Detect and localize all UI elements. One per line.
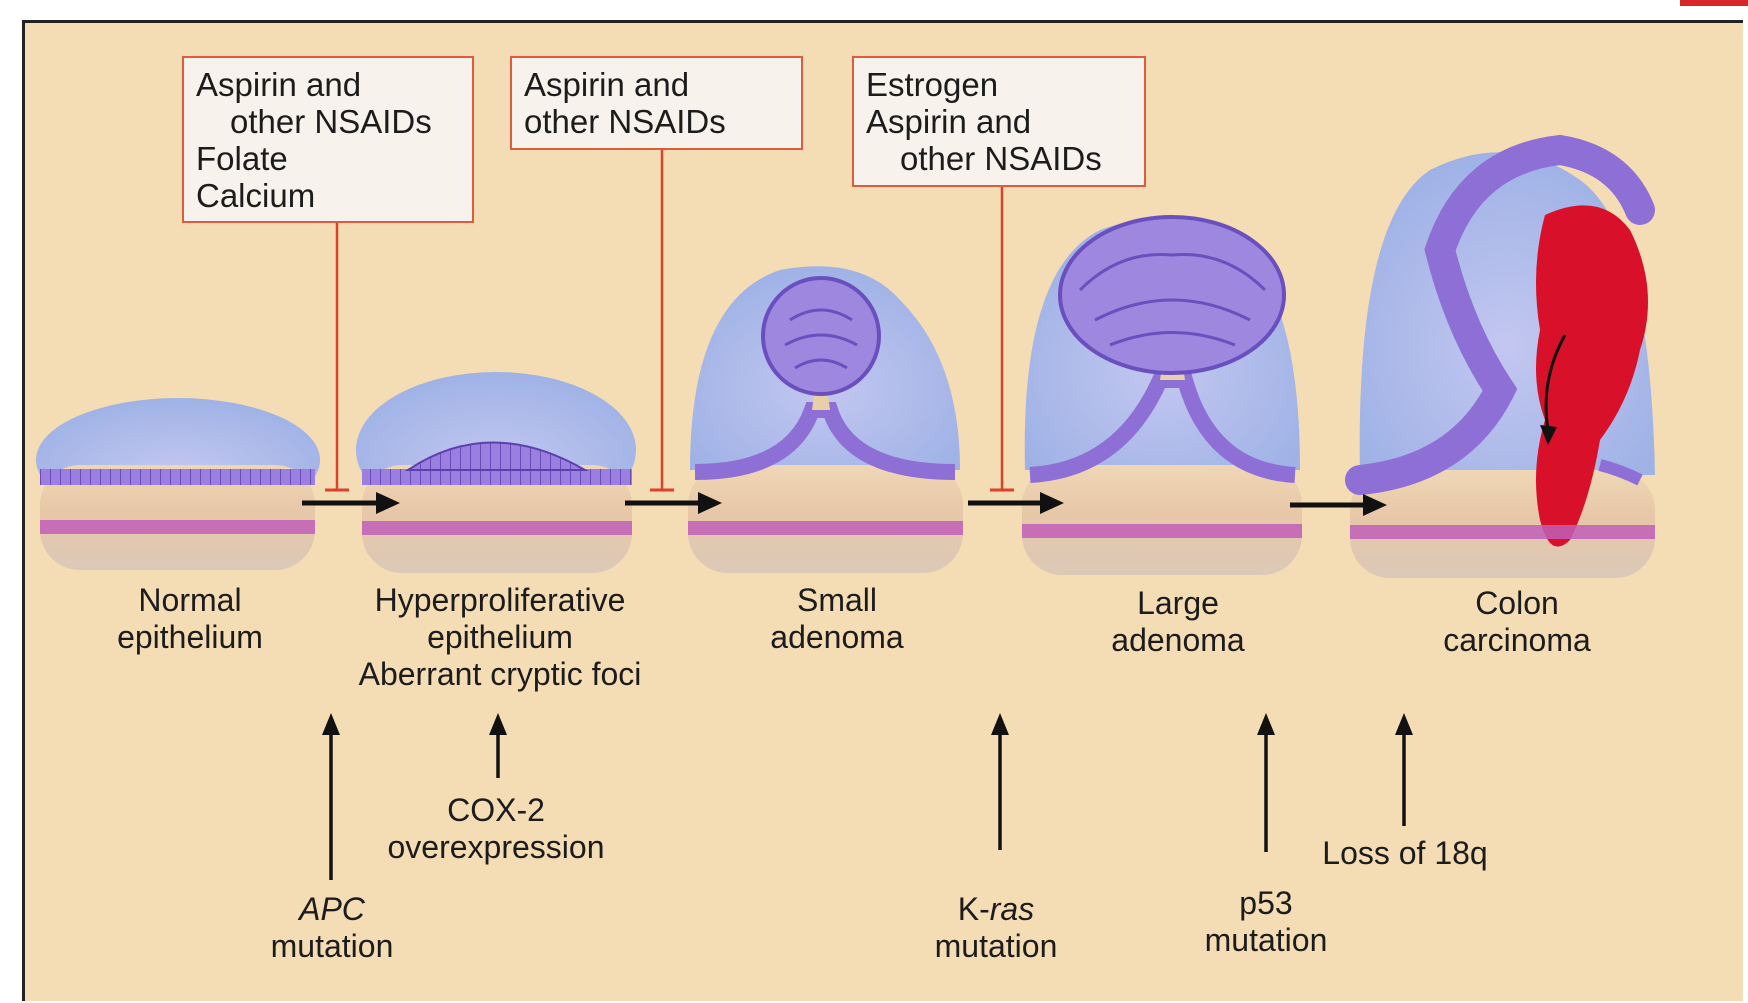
muscle-layer [1350,525,1655,539]
event-label-kras: K-ras mutation [935,891,1058,965]
event-text: Loss of 18q [1322,835,1487,872]
muscle-layer [688,521,963,535]
stage-label-line: adenoma [770,619,903,656]
stage-label-small-adenoma: Small adenoma [770,582,903,656]
epithelial-cell-layer [362,469,632,485]
stage-label-line: Normal [117,582,263,619]
stage-label-normal: Normal epithelium [117,582,263,656]
inhibitor-box-3: Estrogen Aspirin and other NSAIDs [852,56,1146,187]
colon-carcinoma-illustration [1350,150,1655,578]
stage-label-line: Aberrant cryptic foci [359,656,642,693]
stage-label-line: carcinoma [1443,622,1591,659]
muscle-layer [362,521,632,535]
event-text: mutation [935,928,1058,965]
inhibitor-text: other NSAIDs [866,140,1132,177]
inhibitor-text: Aspirin and [866,103,1132,140]
inhibitor-text: other NSAIDs [524,103,789,140]
inhibitor-box-1: Aspirin and other NSAIDs Folate Calcium [182,56,474,223]
hyperproliferative-illustration [356,372,636,573]
normal-epithelium-illustration [36,398,320,570]
event-text: mutation [1205,922,1328,959]
inhibitor-text: other NSAIDs [196,103,460,140]
event-text: COX-2 [388,792,605,829]
stage-label-line: Colon [1443,585,1591,622]
stage-label-line: Small [770,582,903,619]
stage-label-line: epithelium [117,619,263,656]
inhibitor-text: Calcium [196,177,460,214]
inhibitor-text: Aspirin and [524,66,789,103]
stroma-layer [1022,465,1302,575]
inhibitor-text: Estrogen [866,66,1132,103]
muscle-layer [40,520,315,534]
inhibitor-text: Folate [196,140,460,177]
event-text: p53 [1205,885,1328,922]
event-text: mutation [271,928,394,965]
gene-prefix: K- [958,891,990,927]
stage-label-line: Large [1111,585,1244,622]
large-adenoma-illustration [1022,217,1302,575]
polyp-head [1060,217,1284,373]
small-adenoma-illustration [688,266,963,573]
event-label-p53: p53 mutation [1205,885,1328,959]
inhibitor-box-2: Aspirin and other NSAIDs [510,56,803,150]
gene-name: ras [990,891,1034,927]
gene-name: APC [299,891,365,927]
stage-label-hyperproliferative: Hyperproliferative epithelium Aberrant c… [359,582,642,693]
stage-label-large-adenoma: Large adenoma [1111,585,1244,659]
stroma-layer [688,465,963,573]
stage-label-line: Hyperproliferative [359,582,642,619]
stage-label-line: adenoma [1111,622,1244,659]
epithelial-cell-layer [40,469,315,485]
event-text: overexpression [388,829,605,866]
event-label-loss18q: Loss of 18q [1322,835,1487,872]
event-label-cox2: COX-2 overexpression [388,792,605,866]
event-label-apc: APC mutation [271,891,394,965]
stage-label-colon-carcinoma: Colon carcinoma [1443,585,1591,659]
stage-label-line: epithelium [359,619,642,656]
muscle-layer [1022,524,1302,538]
inhibitor-text: Aspirin and [196,66,460,103]
